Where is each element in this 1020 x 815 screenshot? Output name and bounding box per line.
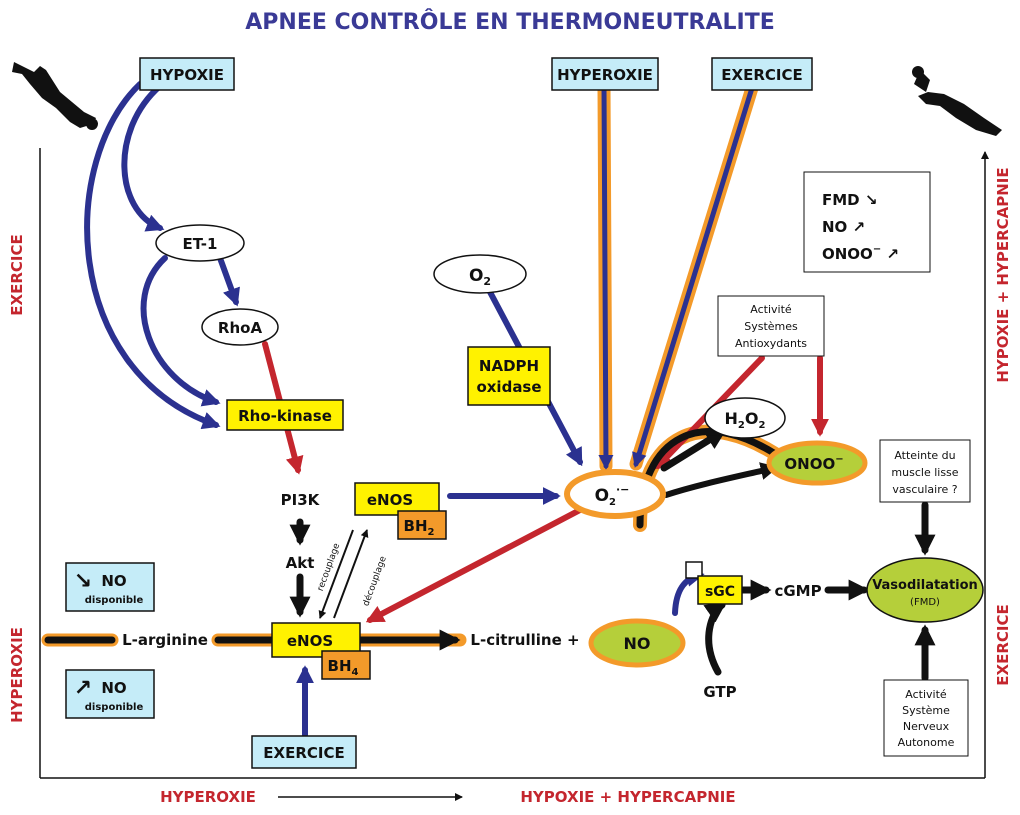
svg-text:Activité: Activité — [750, 303, 792, 316]
superoxide-node: O2·− — [564, 469, 666, 519]
vasodilatation-node: Vasodilatation (FMD) — [866, 557, 984, 623]
svg-text:Autonome: Autonome — [898, 736, 955, 749]
svg-text:NADPH: NADPH — [479, 357, 539, 375]
sgc-box: sGC — [685, 561, 743, 605]
no-up-arrow-icon: ↗ — [74, 676, 92, 701]
axis-bottom-right: HYPOXIE + HYPERCAPNIE — [520, 788, 735, 806]
svg-text:H2O2: H2O2 — [725, 409, 766, 431]
no-down-box: ↘ NO disponible — [65, 562, 155, 612]
o2-node: O2 — [433, 254, 527, 294]
gtp-label: GTP — [703, 683, 736, 701]
svg-text:Atteinte du: Atteinte du — [894, 449, 955, 462]
svg-text:Vasodilatation: Vasodilatation — [872, 578, 978, 593]
diver-right-icon — [912, 66, 1002, 136]
axis-left-bottom: HYPEROXIE — [8, 627, 26, 723]
summary-no: NO ↗ — [822, 218, 865, 236]
svg-text:Système: Système — [902, 704, 950, 717]
svg-text:NO: NO — [624, 634, 651, 653]
nadph-oxidase-box: NADPH oxidase — [467, 346, 551, 406]
summary-box: FMD ↘ NO ↗ ONOO− ↗ — [803, 171, 931, 273]
svg-text:ET-1: ET-1 — [183, 235, 218, 253]
enos-top-box: eNOS — [354, 482, 440, 516]
h2o2-node: H2O2 — [704, 397, 786, 439]
svg-text:eNOS: eNOS — [367, 491, 413, 509]
svg-text:Activité: Activité — [905, 688, 947, 701]
axis-bottom-left: HYPEROXIE — [160, 788, 256, 806]
svg-text:HYPEROXIE: HYPEROXIE — [557, 66, 653, 84]
exercice-bottom-box: EXERCICE — [251, 735, 357, 769]
akt-label: Akt — [286, 554, 315, 572]
bh4-box: BH4 — [321, 650, 371, 680]
svg-text:disponible: disponible — [85, 702, 144, 713]
svg-text:EXERCICE: EXERCICE — [721, 66, 802, 84]
cgmp-label: cGMP — [774, 582, 821, 600]
svg-text:Antioxydants: Antioxydants — [735, 337, 807, 350]
svg-text:BH4: BH4 — [328, 657, 359, 678]
hypoxie-box: HYPOXIE — [139, 57, 235, 91]
svg-text:eNOS: eNOS — [287, 632, 333, 650]
svg-text:O2·−: O2·− — [595, 483, 630, 508]
svg-text:EXERCICE: EXERCICE — [263, 744, 344, 762]
et1-node: ET-1 — [155, 224, 245, 262]
svg-text:(FMD): (FMD) — [910, 597, 940, 608]
svg-text:BH2: BH2 — [404, 517, 435, 538]
exercice-top-box: EXERCICE — [711, 57, 813, 91]
nervous-system-box: Activité Système Nerveux Autonome — [883, 679, 969, 757]
svg-text:NO: NO — [101, 572, 126, 590]
antioxidant-box: Activité Systèmes Antioxydants — [717, 295, 825, 357]
decouplage-label: découplage — [361, 554, 389, 607]
axis-left-top: EXERCICE — [8, 234, 26, 315]
diver-left-icon — [12, 62, 98, 130]
svg-text:muscle lisse: muscle lisse — [891, 466, 958, 479]
summary-fmd: FMD ↘ — [822, 191, 877, 209]
svg-text:HYPOXIE: HYPOXIE — [150, 66, 224, 84]
svg-text:ONOO−: ONOO− — [784, 454, 843, 473]
svg-text:Nerveux: Nerveux — [903, 720, 950, 733]
axis-right-top: HYPOXIE + HYPERCAPNIE — [994, 167, 1012, 382]
lcitrulline-label: L-citrulline + — [470, 631, 579, 649]
rhoa-node: RhoA — [201, 308, 279, 346]
svg-text:sGC: sGC — [705, 584, 735, 600]
svg-text:vasculaire ?: vasculaire ? — [892, 483, 957, 496]
no-node: NO — [588, 618, 686, 668]
svg-text:Systèmes: Systèmes — [744, 320, 798, 333]
smooth-muscle-box: Atteinte du muscle lisse vasculaire ? — [879, 439, 971, 503]
summary-onoo: ONOO− ↗ — [822, 244, 899, 263]
onoo-node: ONOO− — [766, 440, 868, 486]
svg-text:RhoA: RhoA — [218, 319, 263, 337]
svg-text:Rho-kinase: Rho-kinase — [238, 407, 332, 425]
svg-text:disponible: disponible — [85, 595, 144, 606]
no-down-arrow-icon: ↘ — [74, 569, 92, 594]
svg-text:oxidase: oxidase — [476, 378, 541, 396]
coupling-arrows: recouplage découplage — [316, 529, 389, 619]
hyperoxie-box: HYPEROXIE — [551, 57, 659, 91]
no-up-box: ↗ NO disponible — [65, 669, 155, 719]
larginine-label: L-arginine — [122, 631, 208, 649]
bh2-box: BH2 — [397, 510, 447, 540]
frame-axes — [39, 148, 989, 801]
diagram-title: APNEE CONTRÔLE EN THERMONEUTRALITE — [245, 9, 775, 35]
svg-text:NO: NO — [101, 679, 126, 697]
pi3k-label: PI3K — [281, 491, 321, 509]
axis-right-bottom: EXERCICE — [994, 604, 1012, 685]
rho-kinase-box: Rho-kinase — [226, 399, 344, 431]
svg-text:O2: O2 — [469, 266, 491, 288]
